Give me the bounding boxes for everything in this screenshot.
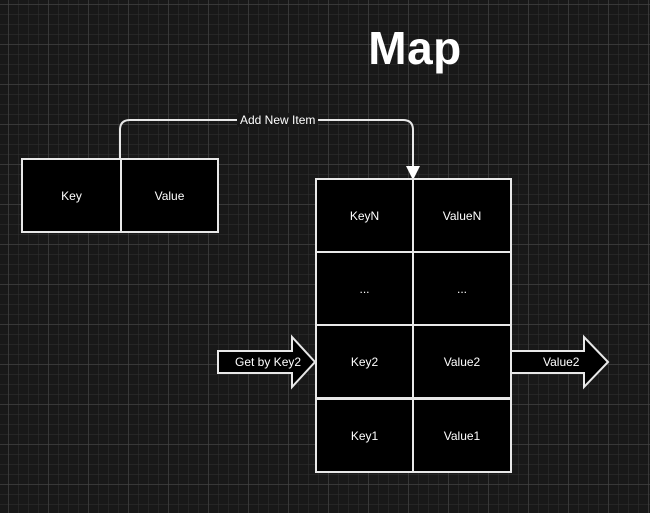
map-value-label: Value2 <box>443 354 481 369</box>
map-value-cell: Value2 <box>412 324 512 399</box>
map-value-cell: ... <box>412 251 512 326</box>
map-key-cell: KeyN <box>315 178 414 253</box>
value-output-label: Value2 <box>543 355 580 369</box>
new-item-key-label: Key <box>61 188 82 203</box>
map-key-label: ... <box>359 281 370 296</box>
new-item-value-label: Value <box>154 188 185 203</box>
map-value-label: ... <box>456 281 467 296</box>
get-by-key-label: Get by Key2 <box>235 355 302 369</box>
value-output-arrow <box>510 334 610 390</box>
new-item-value-cell: Value <box>120 158 219 233</box>
map-value-label: Value1 <box>443 428 481 443</box>
diagram-title: Map <box>368 22 462 74</box>
map-key-label: KeyN <box>349 208 380 223</box>
map-value-cell: ValueN <box>412 178 512 253</box>
map-key-cell: Key2 <box>315 324 414 399</box>
add-new-item-label: Add New Item <box>237 113 319 127</box>
map-key-cell: ... <box>315 251 414 326</box>
map-key-cell: Key1 <box>315 398 414 473</box>
add-new-item-arrowhead <box>406 166 420 180</box>
map-table: KeyN ValueN ... ... Key2 Value2 Key1 Val… <box>315 178 512 473</box>
map-key-label: Key1 <box>350 428 379 443</box>
map-value-label: ValueN <box>442 208 482 223</box>
new-item-key-cell: Key <box>21 158 122 233</box>
map-key-label: Key2 <box>350 354 379 369</box>
get-by-key-arrow <box>217 334 317 390</box>
map-value-cell: Value1 <box>412 398 512 473</box>
